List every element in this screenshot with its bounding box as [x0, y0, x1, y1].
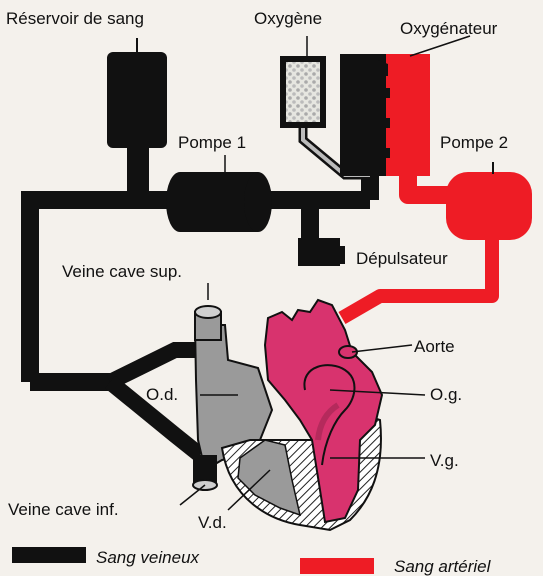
legend-swatch-arterial: [300, 558, 374, 574]
label-depulsateur: Dépulsateur: [356, 249, 448, 268]
legend-label-venous: Sang veineux: [96, 548, 200, 567]
label-od: O.d.: [146, 385, 178, 404]
label-pompe2: Pompe 2: [440, 133, 508, 152]
label-og: O.g.: [430, 385, 462, 404]
oxygenator: [340, 54, 430, 176]
label-oxygene: Oxygène: [254, 9, 322, 28]
label-vg: V.g.: [430, 451, 459, 470]
label-veine-cave-sup: Veine cave sup.: [62, 262, 182, 281]
label-veine-cave-inf: Veine cave inf.: [8, 500, 119, 519]
legend: Sang veineux Sang artériel: [12, 547, 492, 576]
heart: [193, 300, 382, 530]
label-vd: V.d.: [198, 513, 227, 532]
label-pompe1: Pompe 1: [178, 133, 246, 152]
depulsateur-box: [298, 238, 340, 266]
pump-1: [166, 172, 272, 232]
pump-2: [446, 162, 532, 240]
legend-swatch-venous: [12, 547, 86, 563]
blood-reservoir: [107, 52, 167, 148]
label-aorte: Aorte: [414, 337, 455, 356]
label-oxygenateur: Oxygénateur: [400, 19, 498, 38]
legend-label-arterial: Sang artériel: [394, 557, 492, 576]
label-reservoir: Réservoir de sang: [6, 9, 144, 28]
